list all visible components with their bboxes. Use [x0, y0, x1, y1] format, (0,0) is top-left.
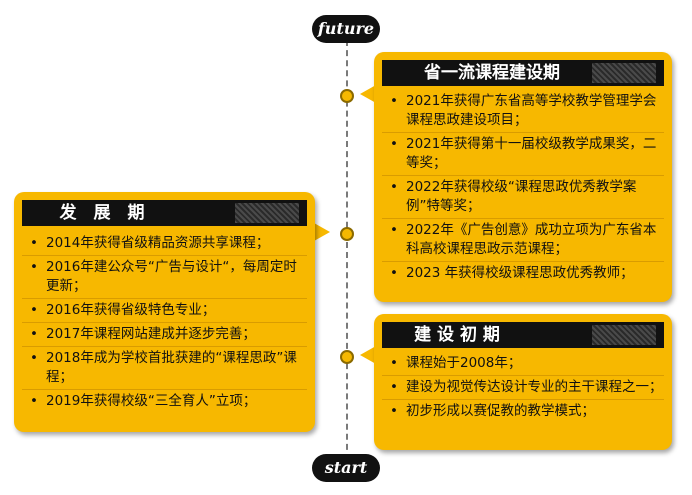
stage-items: 课程始于2008年； 建设为视觉传达设计专业的主干课程之一； 初步形成以赛促教的…: [382, 352, 664, 423]
list-item: 2017年课程网站建成并逐步完善；: [22, 323, 307, 347]
list-item: 2021年获得第十一届校级教学成果奖，二等奖；: [382, 133, 664, 176]
stage-card-development: 发 展 期 2014年获得省级精品资源共享课程； 2016年建公众号“广告与设计…: [14, 192, 315, 432]
list-item: 2021年获得广东省高等学校教学管理学会课程思政建设项目；: [382, 90, 664, 133]
list-item: 建设为视觉传达设计专业的主干课程之一；: [382, 376, 664, 400]
stage-items: 2014年获得省级精品资源共享课程； 2016年建公众号“广告与设计“，每周定时…: [22, 232, 307, 413]
list-item: 2019年获得校级“三全育人”立项；: [22, 390, 307, 413]
list-item: 2022年获得校级“课程思政优秀教学案例”特等奖；: [382, 176, 664, 219]
stage-title: 省一流课程建设期: [424, 63, 560, 83]
bottom-card-pointer: [360, 346, 376, 364]
top-card-pointer: [360, 85, 376, 103]
list-item: 2014年获得省级精品资源共享课程；: [22, 232, 307, 256]
timeline-axis: [346, 40, 348, 460]
timeline-node-middle: [340, 227, 354, 241]
list-item: 2023 年获得校级课程思政优秀教师；: [382, 262, 664, 285]
stage-title: 发 展 期: [59, 203, 145, 223]
header-decoration: [592, 325, 656, 345]
list-item: 2022年《广告创意》成功立项为广东省本科高校课程思政示范课程；: [382, 219, 664, 262]
list-item: 初步形成以赛促教的教学模式；: [382, 400, 664, 423]
stage-header: 省一流课程建设期: [382, 60, 664, 86]
stage-header: 发 展 期: [22, 200, 307, 226]
list-item: 2016年建公众号“广告与设计“，每周定时更新；: [22, 256, 307, 299]
stage-header: 建 设 初 期: [382, 322, 664, 348]
header-decoration: [235, 203, 299, 223]
header-decoration: [592, 63, 656, 83]
future-label: future: [312, 15, 380, 43]
stage-title: 建 设 初 期: [414, 325, 500, 345]
stage-items: 2021年获得广东省高等学校教学管理学会课程思政建设项目； 2021年获得第十一…: [382, 90, 664, 285]
list-item: 课程始于2008年；: [382, 352, 664, 376]
start-label: start: [312, 454, 380, 482]
stage-card-provincial: 省一流课程建设期 2021年获得广东省高等学校教学管理学会课程思政建设项目； 2…: [374, 52, 672, 302]
middle-card-pointer: [314, 223, 330, 241]
list-item: 2016年获得省级特色专业；: [22, 299, 307, 323]
stage-card-initial: 建 设 初 期 课程始于2008年； 建设为视觉传达设计专业的主干课程之一； 初…: [374, 314, 672, 450]
timeline-node-top: [340, 89, 354, 103]
timeline-node-bottom: [340, 350, 354, 364]
list-item: 2018年成为学校首批获建的“课程思政”课程；: [22, 347, 307, 390]
